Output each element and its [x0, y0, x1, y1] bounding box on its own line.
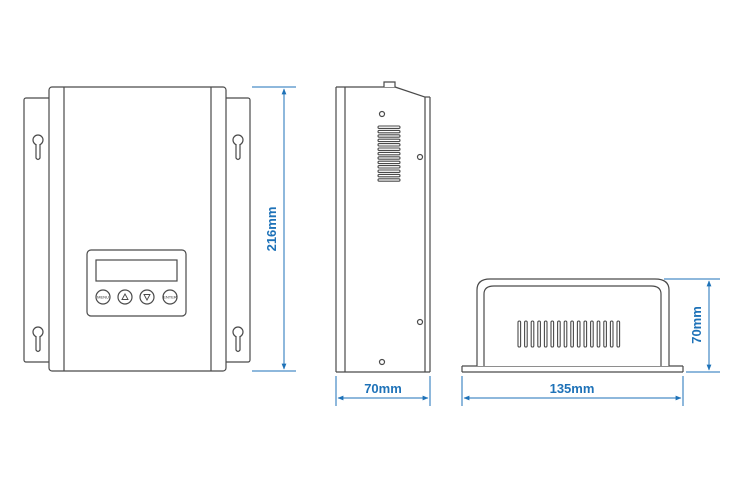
vent-slot: [609, 320, 614, 348]
vent-slot: [377, 151, 401, 156]
down-button[interactable]: [139, 289, 155, 305]
side-vents: [377, 125, 401, 182]
vent-slot: [550, 320, 555, 348]
vent-slot: [583, 320, 588, 348]
menu-button-label: MENU: [97, 295, 109, 300]
vent-slot: [576, 320, 581, 348]
depth-dimension-label: 70mm: [364, 381, 402, 396]
vent-slot: [543, 320, 548, 348]
screw-icon: [378, 110, 386, 118]
vent-slot: [377, 129, 401, 134]
enter-button[interactable]: ENTER: [162, 289, 178, 305]
front-view: MENU ENTER: [23, 86, 251, 372]
vent-slot: [616, 320, 621, 348]
vent-slot: [557, 320, 561, 348]
height-dimension: [252, 86, 296, 372]
vent-slot: [377, 173, 401, 178]
vent-slot: [377, 178, 401, 182]
vent-slot: [570, 320, 574, 348]
width-dimension: [461, 376, 684, 406]
vent-slot: [377, 169, 401, 173]
vent-slot: [377, 134, 401, 138]
height-dimension-label: 216mm: [264, 207, 279, 252]
side-view: [335, 81, 431, 373]
front-housing: [48, 86, 227, 372]
down-arrow-icon: [143, 294, 151, 301]
vent-slot: [524, 320, 528, 348]
vent-slot: [377, 138, 401, 143]
enter-button-label: ENTER: [163, 295, 177, 300]
bottom-height-dimension-label: 70mm: [689, 306, 704, 344]
vent-slot: [377, 156, 401, 160]
vent-slot: [590, 320, 594, 348]
vent-slot: [377, 125, 401, 129]
screw-icon: [416, 318, 424, 326]
vent-slot: [563, 320, 568, 348]
keyhole-icon: [32, 134, 44, 161]
depth-dimension: [335, 376, 431, 406]
vent-slot: [377, 147, 401, 151]
vent-slot: [530, 320, 535, 348]
width-dimension-label: 135mm: [550, 381, 595, 396]
up-arrow-icon: [121, 293, 129, 300]
bottom-height-dimension: [664, 278, 720, 373]
keyhole-icon: [32, 326, 44, 353]
vent-slot: [377, 165, 401, 169]
keyhole-icon: [232, 326, 244, 353]
vent-slot: [517, 320, 522, 348]
vent-slot: [377, 160, 401, 165]
menu-button[interactable]: MENU: [95, 289, 111, 305]
bottom-vents: [517, 320, 621, 348]
keyhole-icon: [232, 134, 244, 161]
lcd-screen: [95, 259, 178, 282]
vent-slot: [596, 320, 601, 348]
screw-icon: [378, 358, 386, 366]
vent-slot: [603, 320, 607, 348]
vent-slot: [537, 320, 541, 348]
vent-slot: [377, 143, 401, 147]
screw-icon: [416, 153, 424, 161]
up-button[interactable]: [117, 289, 133, 305]
